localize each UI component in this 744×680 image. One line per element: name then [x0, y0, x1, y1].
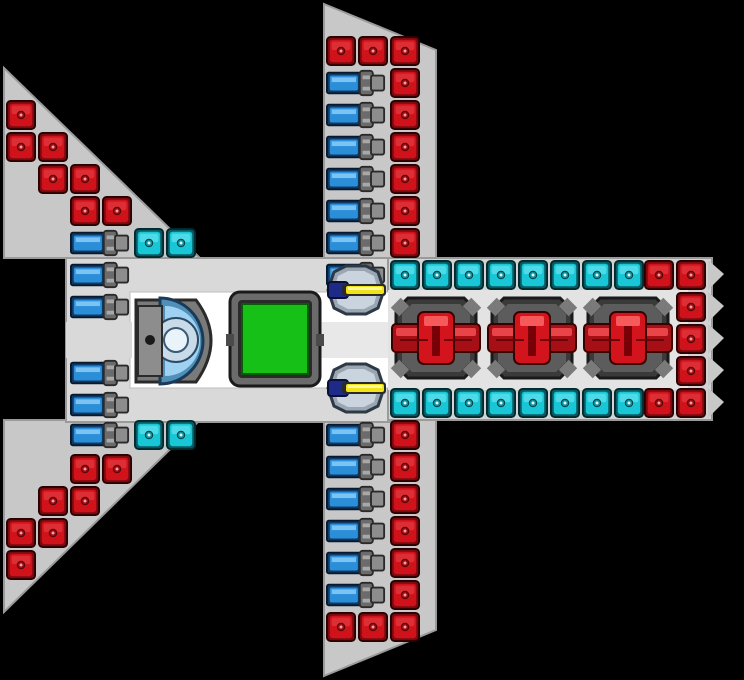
shield-block[interactable]	[134, 420, 164, 450]
armor-block[interactable]	[326, 36, 356, 66]
armor-block[interactable]	[70, 196, 100, 226]
armor-block[interactable]	[358, 612, 388, 642]
shield-block[interactable]	[454, 260, 484, 290]
shield-block[interactable]	[614, 260, 644, 290]
armor-block[interactable]	[6, 100, 36, 130]
armor-block[interactable]	[676, 260, 706, 290]
reactor-core[interactable]	[485, 296, 579, 380]
armor-block[interactable]	[676, 356, 706, 386]
armor-block[interactable]	[676, 324, 706, 354]
cannon-turret[interactable]	[326, 362, 388, 414]
armor-block[interactable]	[390, 164, 420, 194]
reactor-modules	[389, 296, 675, 380]
shield-block[interactable]	[550, 260, 580, 290]
armor-block[interactable]	[70, 486, 100, 516]
shield-block[interactable]	[582, 260, 612, 290]
shield-block[interactable]	[166, 420, 196, 450]
armor-block[interactable]	[6, 518, 36, 548]
armor-block[interactable]	[70, 454, 100, 484]
shield-block[interactable]	[550, 388, 580, 418]
armor-block[interactable]	[102, 196, 132, 226]
armor-block[interactable]	[358, 36, 388, 66]
shield-block[interactable]	[582, 388, 612, 418]
armor-block[interactable]	[390, 132, 420, 162]
armor-block[interactable]	[391, 5, 421, 35]
armor-block[interactable]	[390, 420, 420, 450]
armor-block[interactable]	[38, 164, 68, 194]
armor-block[interactable]	[390, 548, 420, 578]
shield-block[interactable]	[390, 388, 420, 418]
armor-block[interactable]	[676, 292, 706, 322]
armor-block[interactable]	[676, 388, 706, 418]
armor-block[interactable]	[38, 518, 68, 548]
armor-block[interactable]	[102, 454, 132, 484]
armor-block[interactable]	[38, 486, 68, 516]
shield-block[interactable]	[614, 388, 644, 418]
armor-block[interactable]	[326, 612, 356, 642]
shield-block[interactable]	[454, 388, 484, 418]
shield-block[interactable]	[518, 260, 548, 290]
cannon-turret[interactable]	[326, 264, 388, 316]
armor-block[interactable]	[70, 164, 100, 194]
shield-block[interactable]	[422, 260, 452, 290]
armor-block[interactable]	[390, 228, 420, 258]
shield-block[interactable]	[486, 260, 516, 290]
armor-block[interactable]	[390, 452, 420, 482]
armor-block[interactable]	[390, 100, 420, 130]
shield-block[interactable]	[390, 260, 420, 290]
cargo-hold-module[interactable]	[226, 290, 324, 388]
armor-block[interactable]	[390, 196, 420, 226]
armor-block[interactable]	[390, 612, 420, 642]
shield-block[interactable]	[518, 388, 548, 418]
armor-block[interactable]	[390, 484, 420, 514]
armor-block[interactable]	[390, 68, 420, 98]
shield-block[interactable]	[166, 228, 196, 258]
shield-block[interactable]	[486, 388, 516, 418]
armor-block[interactable]	[644, 388, 674, 418]
armor-block[interactable]	[38, 132, 68, 162]
shield-block[interactable]	[422, 388, 452, 418]
armor-block[interactable]	[6, 550, 36, 580]
shield-block[interactable]	[134, 228, 164, 258]
armor-block[interactable]	[390, 36, 420, 66]
armor-block[interactable]	[390, 580, 420, 610]
reactor-core[interactable]	[389, 296, 483, 380]
reactor-core[interactable]	[581, 296, 675, 380]
cockpit-module[interactable]	[134, 296, 213, 386]
armor-block[interactable]	[390, 516, 420, 546]
armor-block[interactable]	[644, 260, 674, 290]
armor-block[interactable]	[6, 132, 36, 162]
